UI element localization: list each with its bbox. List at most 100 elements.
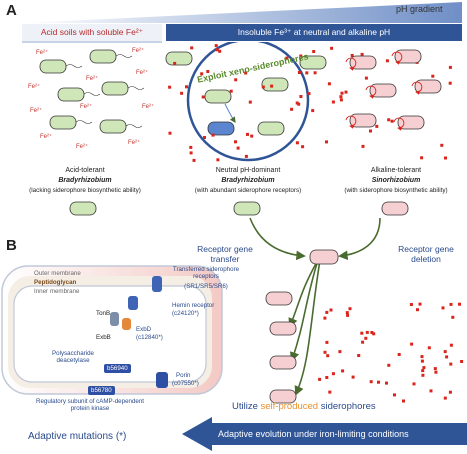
insoluble-header-text: Insoluble Fe³⁺ at neutral and alkaline p… [237,27,391,37]
ferric-iron-dot [449,302,453,306]
svg-text:Fe²⁺: Fe²⁺ [36,49,48,56]
ferric-iron-dot [421,369,425,373]
ferric-iron-dot [357,354,361,357]
acid-tolerant-cells [39,49,145,134]
ferric-iron-dot [215,48,219,52]
utilize-prefix: Utilize [232,401,261,412]
ferric-iron-dot [173,61,177,65]
panel-a-illustration: Fe²⁺ Fe²⁺ Fe²⁺ Fe²⁺ Fe²⁺ Fe²⁺ Fe²⁺ Fe²⁺ … [28,42,452,216]
transferred-receptors-ids: (SR1/SR5/SR6) [184,283,228,290]
ph-gradient-label: pH gradient [396,4,443,14]
porin-icon [156,372,168,388]
transferred-receptors-label: Transferred siderophore receptors [172,266,240,281]
ferric-iron-dot [206,70,210,73]
ferric-iron-dot [387,363,391,367]
svg-text:Fe²⁺: Fe²⁺ [80,103,92,110]
ferric-iron-dot [375,124,379,128]
adaptive-evolution-label: Adaptive evolution under iron-limiting c… [218,429,409,439]
ferric-iron-dot [200,72,204,76]
outer-membrane-label: Outer membrane [34,270,81,277]
ferric-iron-dot [325,140,328,144]
panel-a-label: A [6,2,17,19]
ferric-iron-dot [350,54,354,57]
stacked-cells [269,321,297,404]
group2-line2: Bradyrhizobium [221,177,274,184]
ferric-iron-dot [338,350,342,354]
alkaline-cell-icon [381,201,409,216]
ferric-iron-dot [203,136,206,139]
ferric-iron-dot [323,350,327,354]
ferric-iron-dot [449,362,453,366]
group2-line1: Neutral pH-dominant [216,167,281,174]
ferric-iron-dot [441,306,445,310]
b56940-gene: b56940 [104,364,131,373]
middle-outside-cells [165,51,327,70]
svg-text:Fe²⁺: Fe²⁺ [28,83,40,90]
receptor-arrows [249,217,381,265]
adaptive-evolution-arrow [182,417,467,451]
ferric-iron-dot [427,346,431,350]
receptor-transfer-label: Receptor gene transfer [197,244,253,265]
ferric-iron-dot [440,143,444,147]
tonb-icon [110,312,119,326]
ferric-iron-dot [448,65,452,69]
ferric-iron-dot [295,141,299,145]
ferric-iron-dot [418,302,422,306]
ferric-iron-dot [211,133,215,137]
ferric-iron-dot [168,131,172,135]
ferric-iron-dot [344,90,348,94]
ferric-iron-dot [431,74,435,78]
ferric-iron-dot [244,154,248,158]
ferric-iron-dot [460,360,464,363]
ferric-iron-dot [369,129,372,133]
recipient-cell [309,249,339,265]
ferric-iron-dot [312,50,316,53]
iron-dots-b [318,302,464,403]
ferric-iron-dot [429,389,433,393]
ferric-iron-dot [448,81,452,85]
ferric-iron-dot [328,390,332,394]
svg-text:Fe²⁺: Fe²⁺ [128,139,140,146]
ferric-iron-dot [168,85,172,89]
ferric-iron-dot [393,393,396,397]
panel-b-label: B [6,237,17,254]
ferric-iron-dot [420,355,424,359]
ferric-iron-dot [331,372,335,376]
ferric-iron-dot [305,71,309,75]
ferric-iron-dot [370,331,374,334]
svg-text:Fe²⁺: Fe²⁺ [86,75,98,82]
utilize-highlight: self-produced [260,401,319,412]
ferric-iron-dot [409,303,413,306]
ferric-iron-dot [190,46,194,50]
ph-gradient-wedge [22,2,462,23]
ferric-iron-dot [234,78,238,82]
ferric-iron-dot [416,308,419,312]
ferric-iron-dot [422,366,426,370]
ferric-iron-dot [339,95,343,99]
ferric-iron-dot [339,98,343,102]
ferric-iron-dot [229,89,233,93]
ferric-iron-dot [214,44,218,48]
regulatory-subunit-label: Regulatory subunit of cAMP-dependent pro… [35,398,144,413]
alkaline-tolerant-cells [345,49,442,131]
ferric-iron-dot [420,359,424,363]
group3-line2: Sinorhizobium [372,177,421,184]
ferric-iron-dot [189,151,193,155]
ferric-iron-dot [297,71,301,74]
ferric-iron-dot [434,370,438,374]
ferric-iron-dot [348,307,352,311]
ferric-iron-dot [412,382,416,386]
ferric-iron-dot [295,101,299,105]
utilize-suffix: siderophores [318,401,376,412]
inner-membrane-label: Inner membrane [34,288,80,295]
svg-text:Fe²⁺: Fe²⁺ [132,47,144,54]
exbd-id: (c12840*) [136,334,163,341]
porin-label: Porin [176,372,191,379]
ferric-iron-dot [285,56,289,60]
ferric-iron-dot [360,52,364,56]
ferric-iron-dot [372,332,376,336]
ferric-iron-dot [318,377,322,381]
ferric-iron-dot [443,350,447,354]
ferric-iron-dot [216,158,220,162]
ferric-iron-dot [385,59,389,63]
